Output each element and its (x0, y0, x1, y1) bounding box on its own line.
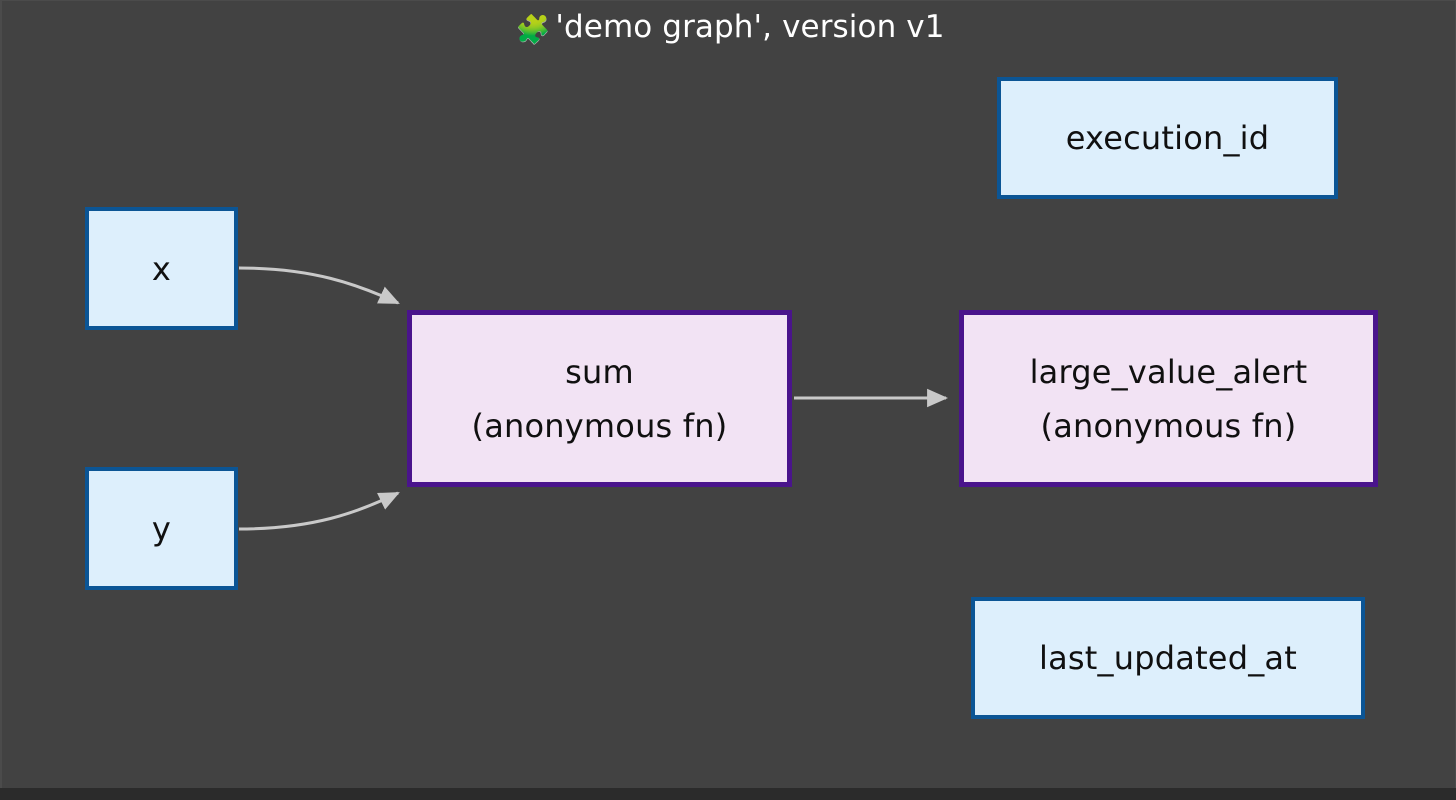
graph-node-large_value_alert[interactable]: large_value_alert (anonymous fn) (959, 310, 1378, 487)
graph-node-label: sum (anonymous fn) (471, 352, 728, 445)
graph-node-label: large_value_alert (anonymous fn) (1029, 352, 1308, 445)
graph-edge-y-to-sum (238, 491, 400, 531)
window-bottom-edge (0, 788, 1456, 800)
graph-node-y[interactable]: y (85, 467, 238, 590)
graph-node-label: last_updated_at (1039, 639, 1297, 677)
graph-edges (238, 266, 949, 531)
graph-node-execution_id[interactable]: execution_id (997, 77, 1338, 199)
graph-node-label: x (151, 249, 172, 288)
graph-node-label: y (151, 509, 172, 548)
graph-node-sum[interactable]: sum (anonymous fn) (407, 310, 792, 487)
graph-node-last_updated_at[interactable]: last_updated_at (971, 597, 1365, 719)
graph-node-x[interactable]: x (85, 207, 238, 330)
graph-edge-x-to-sum (238, 266, 400, 305)
graph-node-label: execution_id (1065, 119, 1270, 157)
